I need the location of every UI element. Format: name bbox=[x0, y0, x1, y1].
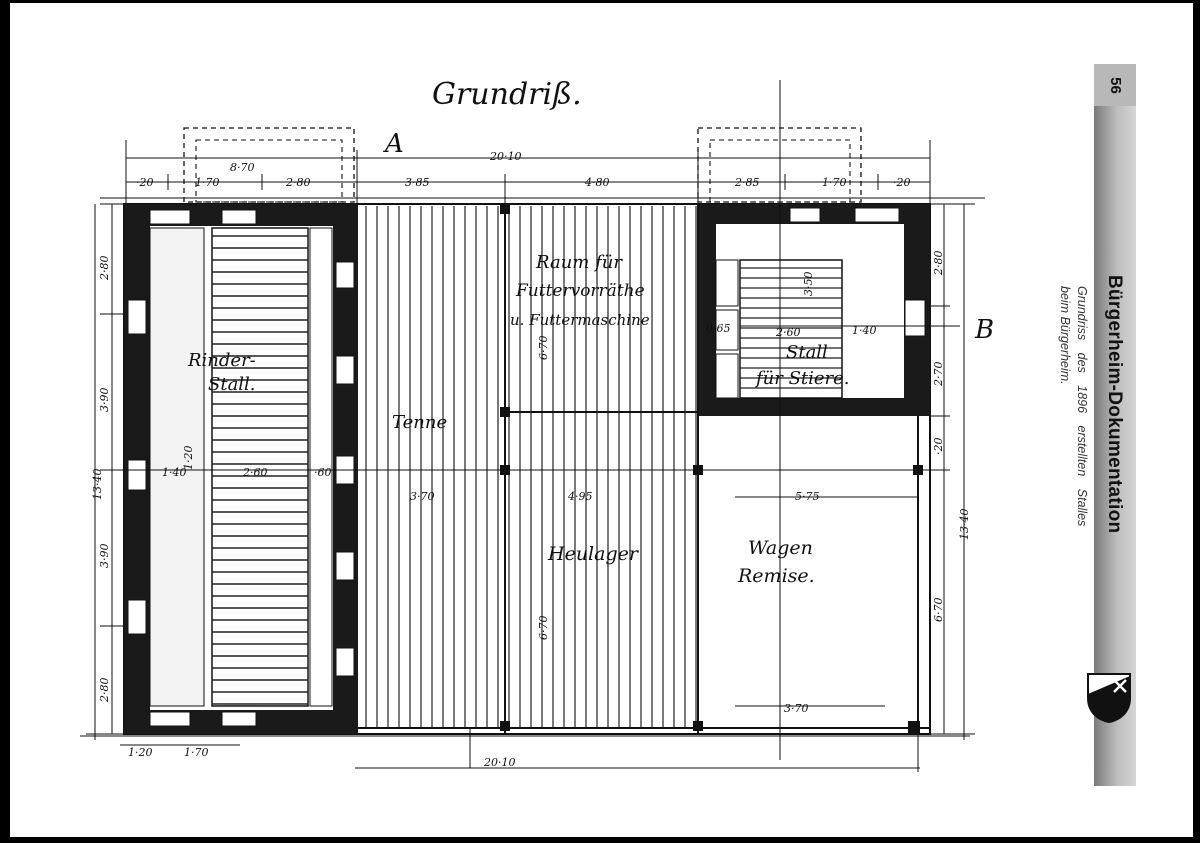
page-number: 56 bbox=[1094, 64, 1136, 106]
room-label-storage-1: Raum für bbox=[535, 252, 623, 273]
barn-floor-planks bbox=[365, 206, 697, 728]
dim-right-b: 2·70 bbox=[932, 362, 945, 388]
dimension-lines-inner bbox=[100, 80, 960, 760]
dim-right-total: 13·40 bbox=[958, 509, 971, 541]
dim-inner-d: ·60 bbox=[314, 466, 332, 479]
room-label-storage-3: u. Futtermaschine bbox=[510, 311, 650, 329]
dim-right-a: 2·80 bbox=[932, 251, 945, 277]
dim-wagon-width: 5·75 bbox=[795, 490, 820, 503]
cattle-stall-floor bbox=[149, 227, 333, 707]
dimension-lines-top bbox=[100, 140, 985, 205]
dim-top-a: 8·70 bbox=[230, 161, 255, 174]
dim-threshing-width: 3·70 bbox=[410, 490, 435, 503]
room-label-cattle-1: Rinder- bbox=[187, 350, 256, 371]
dimension-lines-right bbox=[930, 203, 975, 740]
document-title: Bürgerheim-Dokumentation bbox=[1104, 275, 1125, 534]
dim-hay-height: 6·70 bbox=[537, 616, 550, 641]
page-number-text: 56 bbox=[1106, 76, 1124, 94]
dim-left-c: 3·90 bbox=[98, 544, 111, 569]
dim-stall-a: 1·40 bbox=[852, 324, 877, 337]
dim-top-c: 1·70 bbox=[195, 176, 220, 189]
dim-inner-c: 2·60 bbox=[242, 466, 268, 479]
section-mark-a: A bbox=[383, 129, 404, 159]
room-label-storage-2: Futtervorräthe bbox=[515, 281, 645, 301]
dim-left-a: 2·80 bbox=[98, 256, 111, 282]
caption-line-2: beim Bürgerheim. bbox=[1058, 286, 1072, 385]
caption-line-1: Grundriss des 1896 erstellten Stalles bbox=[1075, 286, 1089, 527]
dim-top-f: 4·80 bbox=[584, 176, 610, 189]
room-label-bull-2: für Stiere. bbox=[754, 368, 850, 389]
dim-bottom-total: 20·10 bbox=[483, 756, 516, 769]
figure-caption: Grundriss des 1896 erstellten Stalles be… bbox=[1042, 286, 1090, 526]
dim-right-c: ·20 bbox=[932, 438, 945, 456]
room-label-cattle-2: Stall. bbox=[208, 374, 256, 395]
dim-left-total: 13·40 bbox=[91, 469, 104, 501]
dimension-lines-left bbox=[86, 203, 124, 740]
dim-top-d: 2·80 bbox=[285, 176, 311, 189]
dim-stall-width: 2·60 bbox=[775, 326, 801, 339]
dim-bottom-c: 3·70 bbox=[784, 702, 809, 715]
dashed-annex-left bbox=[183, 127, 355, 203]
dimension-lines-bottom bbox=[80, 728, 970, 772]
side-band bbox=[1094, 64, 1136, 786]
dashed-annex-left-inner bbox=[195, 139, 343, 203]
dim-hay-width: 4·95 bbox=[567, 490, 593, 503]
document-page bbox=[10, 3, 1193, 837]
dim-top-i: ·20 bbox=[893, 176, 911, 189]
dim-right-d: 6·70 bbox=[932, 598, 945, 623]
dim-bottom-b: 1·70 bbox=[184, 746, 209, 759]
dim-stall-b: 0·65 bbox=[706, 322, 731, 335]
dim-storage-height: 6·70 bbox=[537, 336, 550, 361]
dim-top-e: 3·85 bbox=[405, 176, 430, 189]
coat-of-arms-icon bbox=[1087, 673, 1131, 724]
dim-inner-a: 1·20 bbox=[182, 446, 195, 471]
dim-bottom-a: 1·20 bbox=[128, 746, 153, 759]
dim-left-d: 2·80 bbox=[98, 678, 111, 704]
dim-top-h: 1·70 bbox=[822, 176, 847, 189]
room-label-hay: Heulager bbox=[547, 543, 640, 565]
plan-heading: Grundriß. bbox=[432, 77, 582, 112]
room-label-bull-1: Stall bbox=[786, 342, 828, 363]
dim-top-total: 20·10 bbox=[489, 150, 522, 163]
bull-stall-floor bbox=[715, 259, 843, 399]
dim-inner-b: 1·40 bbox=[162, 466, 187, 479]
building-walls bbox=[123, 203, 931, 735]
dim-top-g: 2·85 bbox=[734, 176, 760, 189]
dim-top-b: ·20 bbox=[136, 176, 154, 189]
room-label-threshing: Tenne bbox=[392, 412, 447, 433]
dim-stall-height: 3·50 bbox=[802, 272, 815, 297]
section-mark-b: B bbox=[974, 315, 994, 345]
dim-left-b: 3·90 bbox=[98, 388, 111, 413]
room-label-wagon-2: Remise. bbox=[737, 565, 815, 587]
